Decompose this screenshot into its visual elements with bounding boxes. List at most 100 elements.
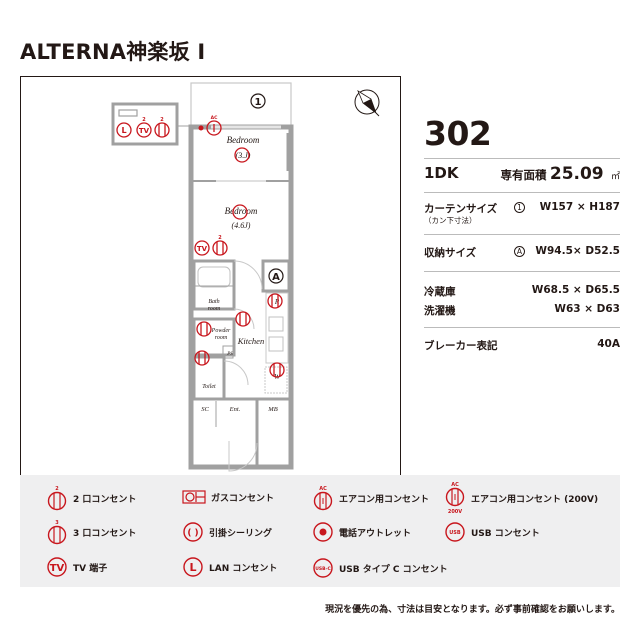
legend-tv-terminal: TV TV 端子: [46, 556, 107, 578]
legend-gas-outlet: ガスコンセント: [182, 489, 274, 505]
svg-text:AC: AC: [451, 482, 459, 488]
ac-outlet-icon: AC: [313, 486, 333, 511]
outlet-2-icon: [269, 362, 285, 378]
floorplan-drawing: Bedroom (3.J) Bedroom (4.6J) Bath room P…: [111, 82, 380, 472]
svg-text:3: 3: [55, 520, 59, 526]
svg-text:AC: AC: [319, 486, 327, 492]
property-title: ALTERNA神楽坂 I: [20, 40, 206, 64]
tv-terminal-icon: [136, 122, 152, 138]
outlet-2-icon: [235, 311, 251, 327]
washer-label: 洗濯機: [424, 305, 456, 317]
floorplan-frame: Bedroom (3.J) Bedroom (4.6J) Bath room P…: [20, 76, 401, 485]
disclaimer-note: 現況を優先の為、寸法は目安となります。必ず事前確認をお願いします。: [325, 605, 620, 615]
room-label-ps: PS: [226, 352, 233, 357]
curtain-marker: [250, 93, 266, 109]
balcony: [190, 82, 292, 128]
area-value: 25.09: [549, 164, 604, 184]
curtain-marker: 1: [514, 202, 525, 213]
curtain-label: カーテンサイズ: [424, 203, 498, 215]
svg-text:L: L: [189, 561, 196, 574]
room-label-kitchen: Kitchen: [237, 336, 264, 346]
legend-lan-outlet: L LAN コンセント: [182, 556, 277, 578]
legend-ceiling-hook: ( ) 引掛シーリング: [182, 521, 272, 543]
storage-size: W94.5× D52.5: [535, 245, 620, 257]
usb-c-outlet-icon: USB-C: [313, 558, 333, 578]
outer-wall: [188, 124, 294, 470]
svg-text:2: 2: [142, 117, 146, 123]
legend-usb-outlet: USB USB コンセント: [444, 521, 540, 543]
fridge-label: 冷蔵庫: [424, 286, 456, 298]
svg-text:USB: USB: [449, 530, 461, 536]
svg-text:2: 2: [160, 117, 164, 123]
svg-text:USB-C: USB-C: [315, 566, 331, 572]
gas-outlet-icon: [182, 490, 206, 504]
tv-terminal-icon: [194, 240, 210, 256]
phone-outlet-icon: [198, 125, 204, 131]
svg-text:TV: TV: [197, 245, 208, 253]
curtain-size: W157 × H187: [539, 201, 620, 213]
area-label: 専有面積: [500, 168, 547, 182]
curtain-sublabel: （カン下寸法）: [424, 216, 477, 225]
outlet-2-icon: 2: [47, 486, 67, 511]
storage-marker: A: [514, 246, 525, 257]
washer-size: W63 × D63: [554, 303, 620, 315]
outlet-2-icon: [194, 350, 210, 366]
room-size-bedroom-1: (3.J): [236, 151, 251, 160]
room-size-bedroom-2: (4.6J): [232, 221, 251, 230]
outlet-3-icon: 3: [47, 520, 67, 545]
row-storage: 収納サイズ A W94.5× D52.5: [424, 245, 620, 261]
svg-text:1: 1: [255, 97, 262, 108]
legend-ac-outlet: AC エアコン用コンセント: [312, 485, 429, 511]
room-label-bath: Bath: [208, 299, 219, 305]
svg-text:AC: AC: [211, 115, 218, 121]
outlet-2-icon: [154, 122, 170, 138]
ceiling-hook-icon: [234, 147, 250, 163]
room-label-bedroom-2: Bedroom: [225, 206, 258, 216]
outlet-2-icon: [196, 321, 212, 337]
ceiling-hook-icon: [232, 204, 248, 220]
room-label-toilet: Toilet: [202, 384, 216, 390]
outlet-2-icon: [212, 240, 228, 256]
room-label-mb: MB: [267, 406, 277, 413]
svg-text:room: room: [215, 335, 228, 341]
ceiling-hook-icon: ( ): [183, 522, 203, 542]
legend-panel: 2 2 口コンセント 3 3 口コンセント TV TV 端子 ガスコンセント: [20, 475, 620, 587]
storage-label: 収納サイズ: [424, 247, 477, 259]
lan-outlet-icon: [116, 122, 132, 138]
storage-marker: [268, 268, 284, 284]
legend-outlet-3: 3 3 口コンセント: [46, 519, 136, 545]
svg-text:( ): ( ): [187, 529, 198, 539]
tv-terminal-icon: TV: [47, 557, 67, 577]
usb-outlet-icon: USB: [445, 522, 465, 542]
row-washer: 洗濯機 W63 × D63: [424, 303, 620, 319]
room-label-entrance: Ent.: [229, 406, 241, 413]
svg-text:2: 2: [218, 235, 222, 241]
room-label-sc: SC: [201, 406, 209, 413]
svg-text:200V: 200V: [448, 509, 462, 515]
fridge-size: W68.5 × D65.5: [531, 284, 620, 296]
ac-outlet-icon: [206, 120, 222, 136]
svg-text:L: L: [121, 126, 126, 135]
legend-usb-c-outlet: USB-C USB タイプ C コンセント: [312, 557, 448, 579]
phone-outlet-icon: [313, 522, 333, 542]
unit-number: 302: [424, 114, 492, 153]
unit-type: 1DK: [424, 164, 459, 182]
lan-outlet-icon: L: [183, 557, 203, 577]
legend-phone-outlet: 電話アウトレット: [312, 521, 411, 543]
area-unit: ㎡: [610, 172, 620, 182]
row-breaker: ブレーカー表記 40A: [424, 338, 620, 354]
compass-icon: [354, 89, 380, 117]
legend-outlet-2: 2 2 口コンセント: [46, 485, 136, 511]
divider: [424, 158, 620, 159]
row-curtain: カーテンサイズ （カン下寸法） 1 W157 × H187: [424, 201, 620, 231]
room-label-bedroom-1: Bedroom: [227, 135, 260, 145]
label-refrigerator: R: [274, 298, 280, 306]
outlet-2-icon: [267, 293, 283, 309]
svg-text:TV: TV: [139, 127, 150, 135]
svg-text:TV: TV: [50, 563, 65, 574]
room-label-powder: Powder: [211, 328, 231, 334]
row-type-area: 1DK 専有面積 25.09 ㎡: [424, 164, 620, 186]
row-fridge: 冷蔵庫 W68.5 × D65.5: [424, 284, 620, 300]
breaker-label: ブレーカー表記: [424, 340, 498, 352]
svg-text:2: 2: [55, 486, 59, 492]
